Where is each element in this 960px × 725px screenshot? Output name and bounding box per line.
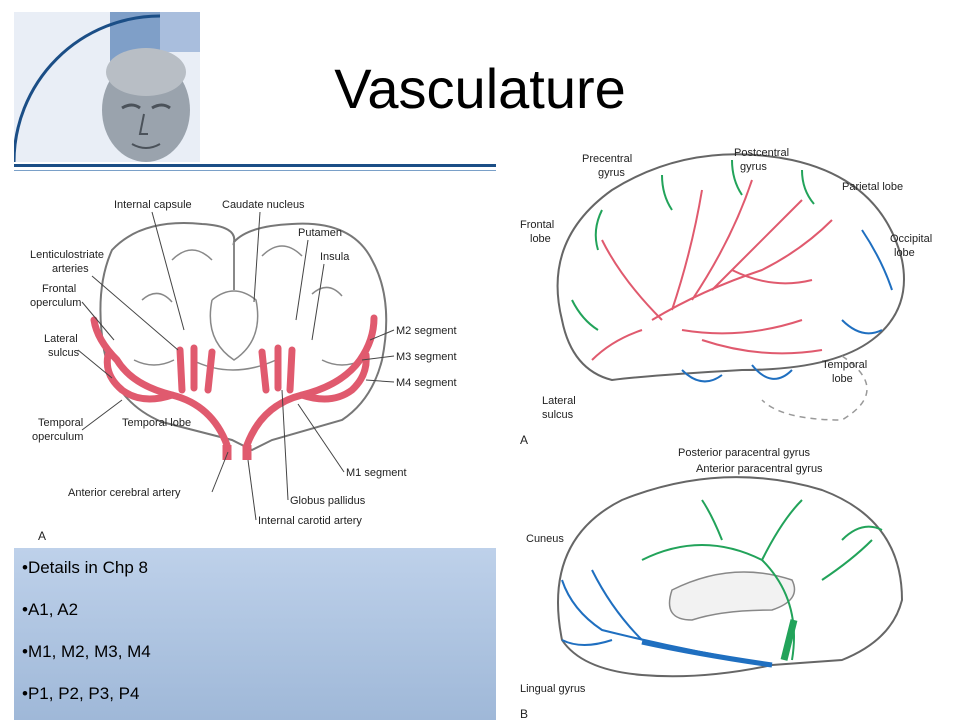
cortical-surface-figure: Precentral gyrus Postcentral gyrus Parie…	[502, 120, 960, 721]
label-lateral-sulcus-2: sulcus	[48, 347, 80, 359]
label-frontal-2: lobe	[530, 233, 551, 245]
coronal-diagram: Internal capsule Caudate nucleus Putamen…	[30, 199, 457, 543]
coronal-section-figure: Internal capsule Caudate nucleus Putamen…	[22, 190, 496, 545]
label-frontal-operculum-2: operculum	[30, 297, 81, 309]
label-m3-segment: M3 segment	[396, 351, 457, 363]
notes-panel: •Details in Chp 8 •A1, A2 •M1, M2, M3, M…	[14, 548, 496, 720]
label-m2-segment: M2 segment	[396, 325, 457, 337]
leader-lines	[77, 211, 395, 521]
header-rule	[14, 164, 496, 167]
label-m4-segment: M4 segment	[396, 377, 457, 389]
label-frontal-1: Frontal	[520, 219, 554, 231]
label-anterior-paracentral: Anterior paracentral gyrus	[696, 463, 823, 475]
label-temporal-operculum-2: operculum	[32, 431, 83, 443]
aca-branches-lateral	[571, 159, 815, 331]
label-temporal-1: Temporal	[822, 359, 867, 371]
label-lateral-2: sulcus	[542, 409, 574, 421]
label-postcentral-2: gyrus	[740, 161, 767, 173]
label-lateral-1: Lateral	[542, 395, 576, 407]
bullet-p-segments: •P1, P2, P3, P4	[22, 684, 140, 703]
label-anterior-cerebral-artery: Anterior cerebral artery	[68, 487, 181, 499]
label-internal-carotid-artery: Internal carotid artery	[258, 515, 362, 527]
label-temporal-lobe: Temporal lobe	[122, 417, 191, 429]
label-lenticulostriate-1: Lenticulostriate	[30, 249, 104, 261]
label-internal-capsule: Internal capsule	[114, 199, 192, 211]
label-cuneus: Cuneus	[526, 533, 564, 545]
label-lingual-gyrus: Lingual gyrus	[520, 683, 586, 695]
label-occipital-1: Occipital	[890, 233, 932, 245]
label-globus-pallidus: Globus pallidus	[290, 495, 366, 507]
bullet-m-segments: •M1, M2, M3, M4	[22, 642, 151, 661]
middle-cerebral-arteries	[90, 314, 378, 449]
pca-branches-lateral	[681, 229, 893, 383]
label-parietal-lobe: Parietal lobe	[842, 181, 903, 193]
panel-letter-b: B	[520, 707, 528, 720]
logo	[12, 12, 200, 163]
slide-title: Vasculature	[334, 57, 626, 120]
label-temporal-operculum-1: Temporal	[38, 417, 83, 429]
label-postcentral-1: Postcentral	[734, 147, 789, 159]
label-precentral-1: Precentral	[582, 153, 632, 165]
label-temporal-2: lobe	[832, 373, 853, 385]
logo-graphic	[12, 12, 200, 163]
label-posterior-paracentral: Posterior paracentral gyrus	[678, 447, 811, 459]
label-insula: Insula	[320, 251, 350, 263]
panel-letter-a-left: A	[38, 529, 46, 543]
lateral-brain-outline	[556, 153, 905, 382]
label-putamen: Putamen	[298, 227, 342, 239]
label-caudate-nucleus: Caudate nucleus	[222, 199, 305, 211]
bullet-details: •Details in Chp 8	[22, 558, 148, 577]
header-rule-thin	[14, 170, 496, 171]
label-occipital-2: lobe	[894, 247, 915, 259]
label-lenticulostriate-2: arteries	[52, 263, 89, 275]
panel-letter-a-right: A	[520, 433, 528, 447]
label-m1-segment: M1 segment	[346, 467, 407, 479]
label-precentral-2: gyrus	[598, 167, 625, 179]
bullet-a-segments: •A1, A2	[22, 600, 79, 619]
label-lateral-sulcus-1: Lateral	[44, 333, 78, 345]
cortical-diagram: Precentral gyrus Postcentral gyrus Parie…	[520, 147, 932, 721]
label-frontal-operculum-1: Frontal	[42, 283, 76, 295]
mca-branches-lateral	[591, 179, 833, 361]
